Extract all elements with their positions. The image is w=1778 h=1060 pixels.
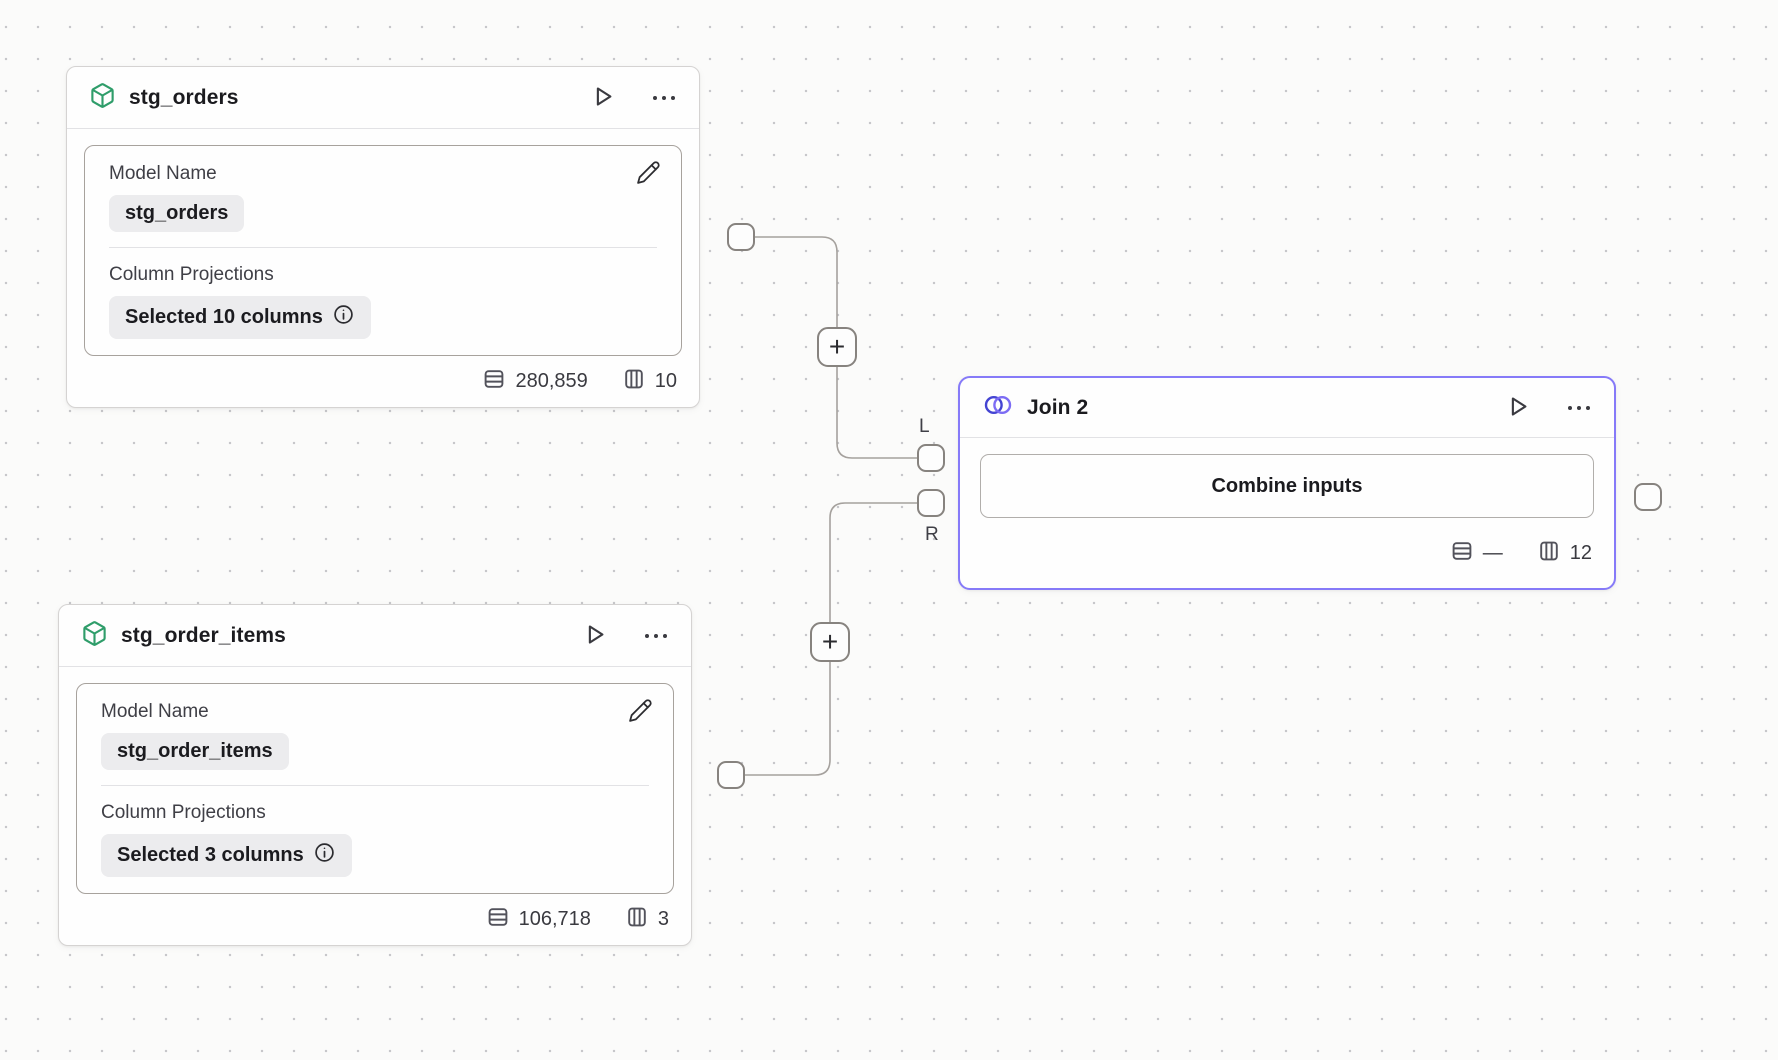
- columns-icon: [625, 905, 649, 934]
- cube-icon: [81, 620, 108, 652]
- add-node-on-edge-button-top[interactable]: +: [817, 327, 857, 367]
- model-name-value: stg_order_items: [117, 740, 273, 762]
- node-header: stg_orders: [67, 67, 699, 129]
- right-port-label: R: [925, 524, 939, 545]
- node-title: stg_order_items: [121, 623, 286, 647]
- node-stats-footer: 106,718 3: [59, 894, 691, 945]
- rows-icon: [482, 367, 506, 396]
- pencil-icon: [628, 698, 653, 726]
- node-config-card: Model Name stg_order_items Column Projec…: [76, 683, 674, 894]
- column-count: 3: [657, 908, 669, 930]
- node-stats-footer: — 12: [960, 518, 1614, 588]
- divider: [109, 247, 657, 248]
- join-right-input-port[interactable]: [917, 489, 945, 517]
- row-count: 280,859: [515, 370, 588, 392]
- column-count: 12: [1569, 541, 1592, 564]
- model-name-value-pill[interactable]: stg_order_items: [101, 733, 289, 770]
- ellipsis-icon: [643, 628, 669, 643]
- columns-icon: [1537, 539, 1561, 568]
- node-title: Join 2: [1027, 395, 1089, 419]
- run-node-button[interactable]: [583, 622, 608, 650]
- rows-icon: [486, 905, 510, 934]
- output-port-stg-order-items[interactable]: [717, 761, 745, 789]
- node-join-2[interactable]: Join 2 Combine inputs: [958, 376, 1616, 590]
- node-stats-footer: 280,859 10: [67, 356, 699, 407]
- row-count: 106,718: [518, 908, 591, 930]
- play-icon: [591, 84, 616, 112]
- column-projections-value: Selected 10 columns: [125, 306, 323, 328]
- ellipsis-icon: [651, 90, 677, 105]
- play-icon: [583, 622, 608, 650]
- rows-icon: [1450, 539, 1474, 568]
- node-header: Join 2: [960, 378, 1614, 438]
- model-name-value: stg_orders: [125, 202, 229, 224]
- add-node-on-edge-button-bottom[interactable]: +: [810, 622, 850, 662]
- node-menu-button[interactable]: [651, 90, 677, 105]
- join-left-input-port[interactable]: [917, 444, 945, 472]
- column-projections-label: Column Projections: [109, 264, 274, 285]
- cube-icon: [89, 82, 116, 114]
- info-icon[interactable]: [313, 841, 336, 870]
- model-name-label: Model Name: [109, 163, 217, 184]
- plus-icon: +: [828, 331, 846, 362]
- combine-inputs-button[interactable]: Combine inputs: [980, 454, 1594, 518]
- column-count: 10: [654, 370, 677, 392]
- run-node-button[interactable]: [1506, 394, 1531, 422]
- node-header: stg_order_items: [59, 605, 691, 667]
- node-stg-orders[interactable]: stg_orders: [66, 66, 700, 408]
- model-name-label: Model Name: [101, 701, 209, 722]
- node-menu-button[interactable]: [1566, 400, 1592, 415]
- edit-model-name-button[interactable]: [628, 698, 653, 726]
- column-projections-pill[interactable]: Selected 3 columns: [101, 834, 352, 877]
- run-node-button[interactable]: [591, 84, 616, 112]
- pencil-icon: [636, 160, 661, 188]
- node-stg-order-items[interactable]: stg_order_items: [58, 604, 692, 946]
- output-port-stg-orders[interactable]: [727, 223, 755, 251]
- info-icon[interactable]: [332, 303, 355, 332]
- column-projections-pill[interactable]: Selected 10 columns: [109, 296, 371, 339]
- node-title: stg_orders: [129, 85, 239, 109]
- left-port-label: L: [919, 416, 930, 437]
- edit-model-name-button[interactable]: [636, 160, 661, 188]
- node-config-card: Model Name stg_orders Column Projections…: [84, 145, 682, 356]
- plus-icon: +: [821, 626, 839, 657]
- column-projections-label: Column Projections: [101, 802, 266, 823]
- columns-icon: [622, 367, 646, 396]
- join-output-port[interactable]: [1634, 483, 1662, 511]
- node-menu-button[interactable]: [643, 628, 669, 643]
- column-projections-value: Selected 3 columns: [117, 844, 304, 866]
- join-circles-icon: [982, 393, 1014, 422]
- model-name-value-pill[interactable]: stg_orders: [109, 195, 245, 232]
- play-icon: [1506, 394, 1531, 422]
- divider: [101, 785, 649, 786]
- row-count: —: [1482, 541, 1503, 564]
- ellipsis-icon: [1566, 400, 1592, 415]
